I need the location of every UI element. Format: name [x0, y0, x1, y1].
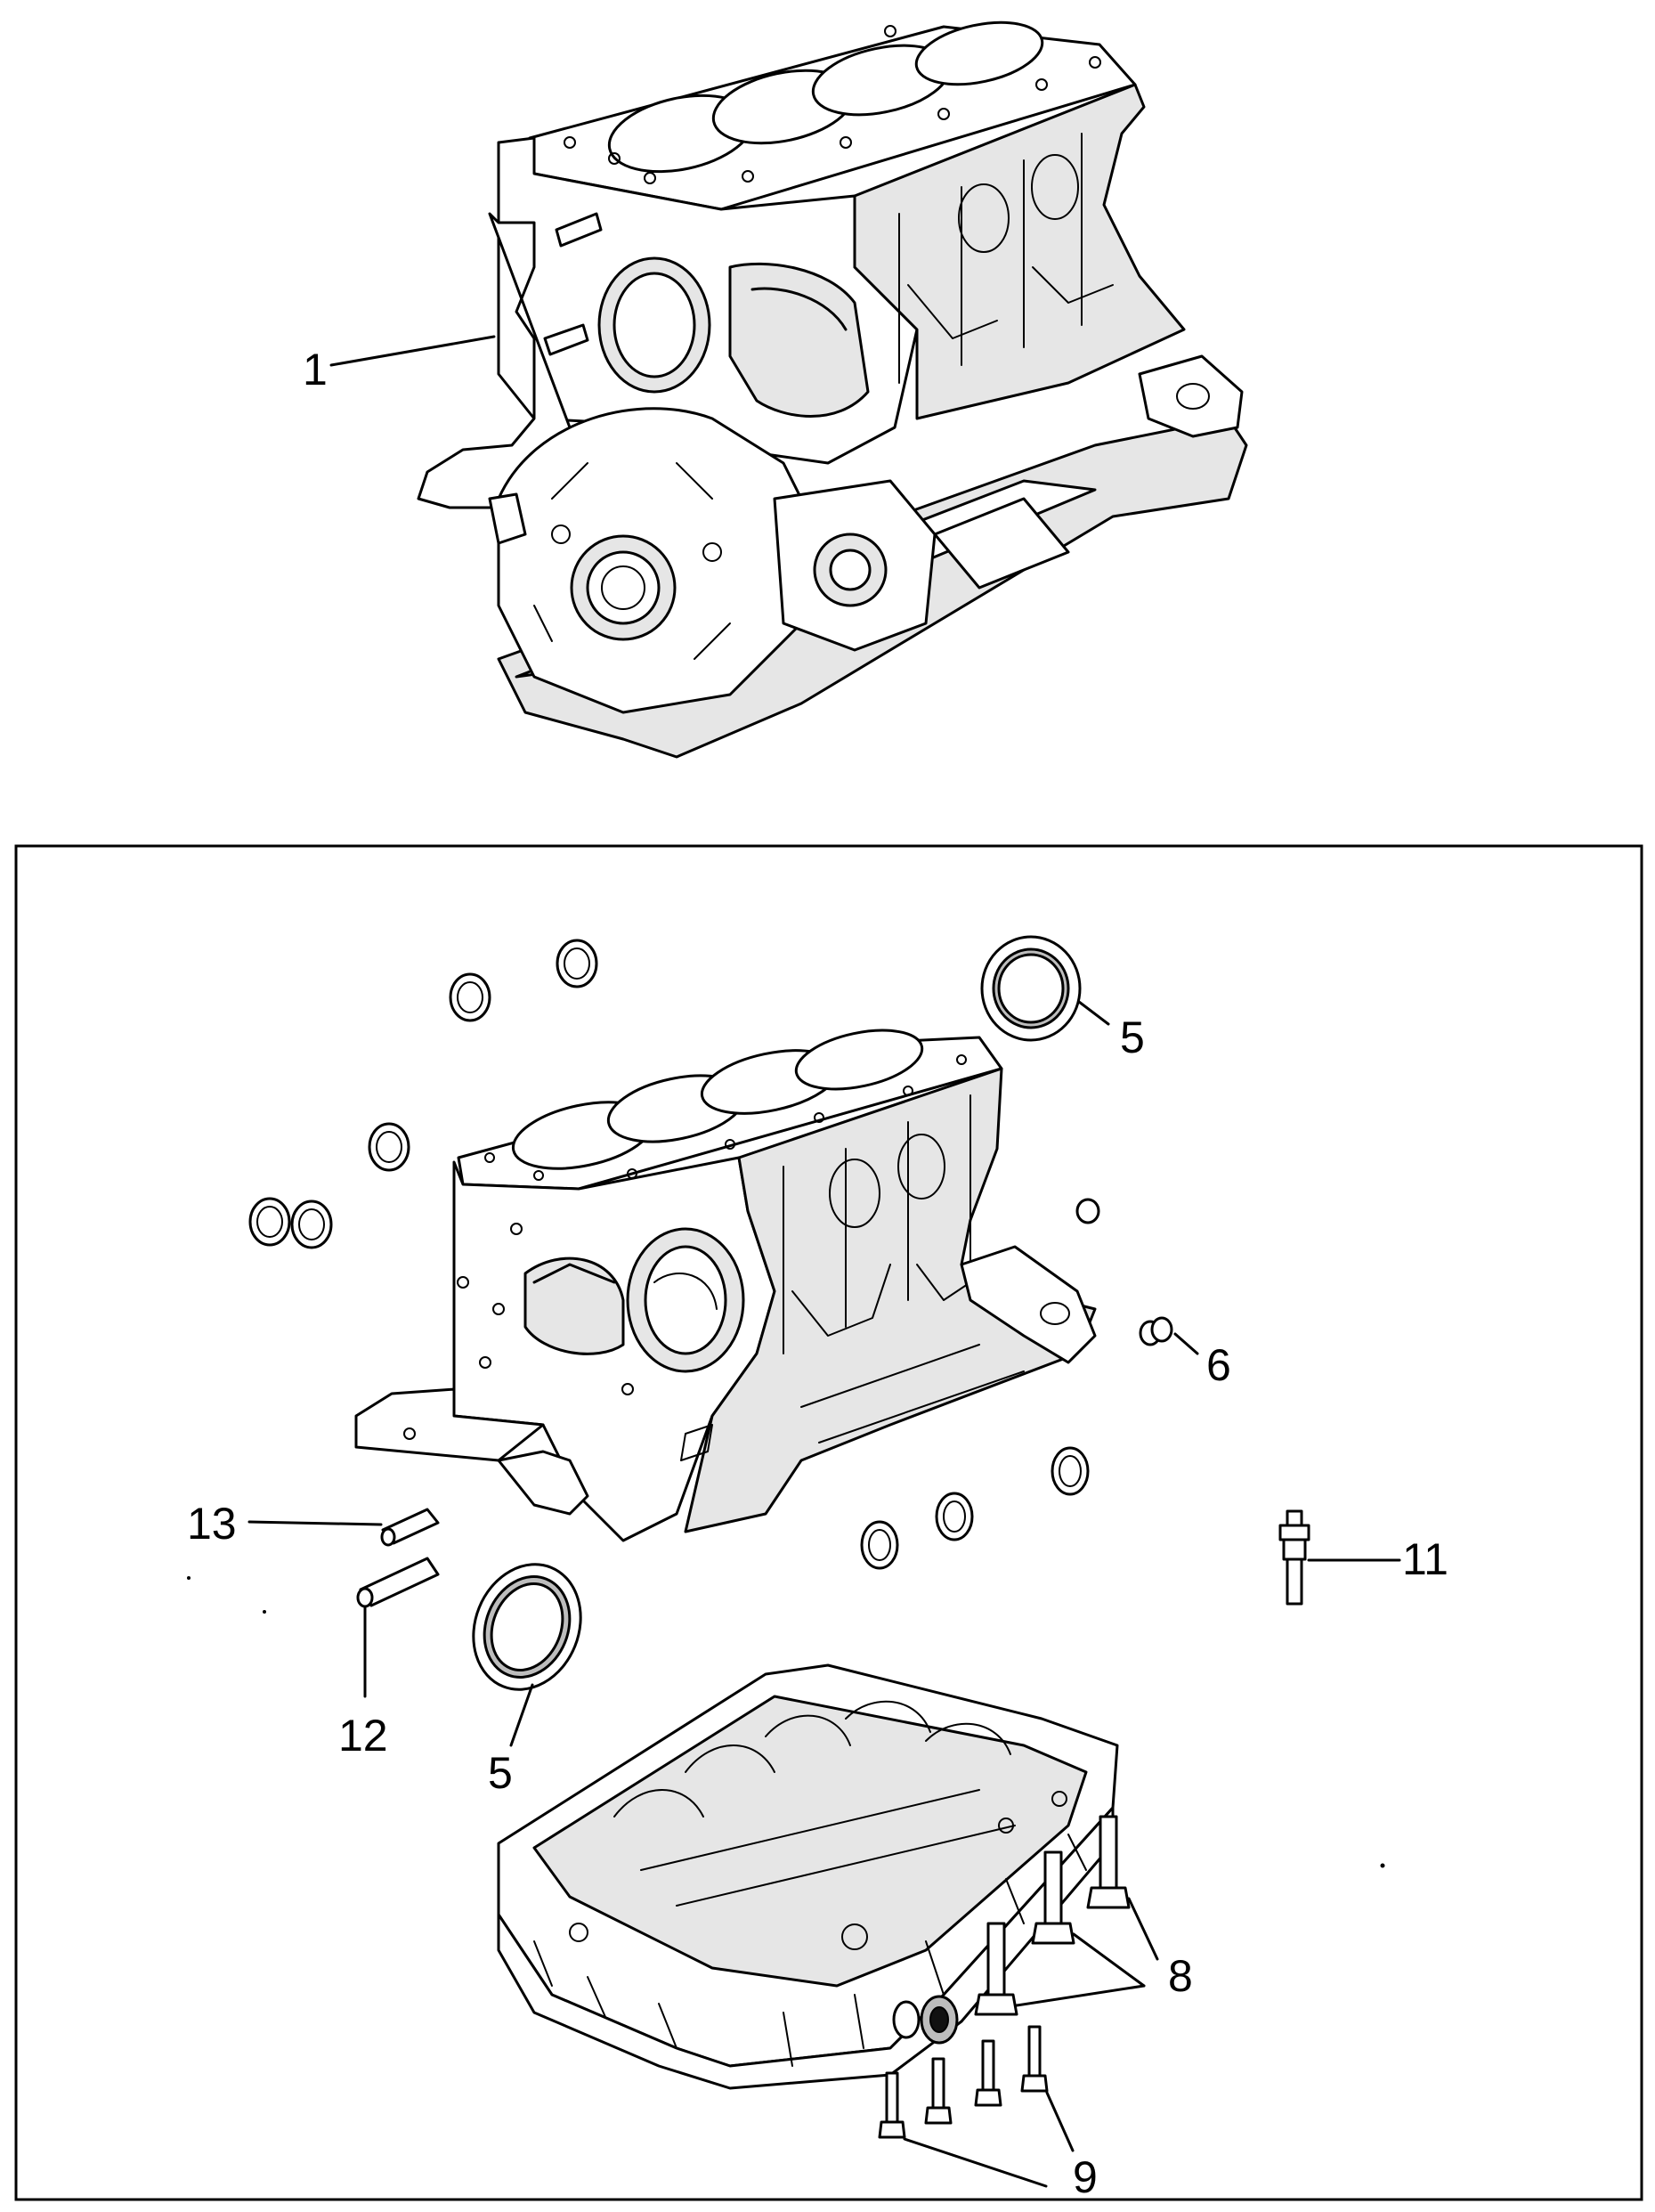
bolt-8-c [1086, 1815, 1131, 1909]
plug-3 [368, 1122, 410, 1172]
callout-12-label: 12 [338, 1711, 388, 1761]
plug-6 [1075, 1198, 1100, 1224]
dowel-pair-illustration [1139, 1316, 1173, 1346]
bolt-8-b [1031, 1850, 1075, 1945]
exploded-view-frame [14, 844, 1643, 2201]
bolt-9-d [1020, 2025, 1049, 2093]
expansion-plugs [248, 939, 1100, 1570]
front-crank-seal-illustration [472, 1563, 582, 1691]
dowel-pin-lower-illustration [356, 1557, 440, 1608]
plug-8 [935, 1492, 974, 1541]
callout-5-lower-label: 5 [488, 1748, 513, 1798]
engine-block-assembly-illustration [417, 20, 1248, 759]
callout-8: 8 [1015, 1897, 1193, 2007]
dowel-pin-upper-illustration [380, 1508, 440, 1547]
bolt-8-a [974, 1922, 1018, 2016]
callout-13: 13 [187, 1499, 383, 1549]
callout-6: 6 [1173, 1332, 1231, 1390]
rear-main-seal-illustration [980, 935, 1082, 1042]
callout-12: 12 [338, 1606, 388, 1761]
stud-bolt-illustration [1278, 1509, 1310, 1606]
callout-5-upper: 5 [1077, 1000, 1145, 1062]
stray-marks [187, 1576, 1385, 1868]
bolt-9-b [924, 2057, 953, 2125]
callout-13-label: 13 [187, 1499, 237, 1549]
plug-2 [556, 939, 598, 988]
callout-11: 11 [1307, 1534, 1448, 1584]
plug-7 [1051, 1446, 1090, 1496]
plug-5 [290, 1200, 333, 1249]
callout-6-label: 6 [1206, 1340, 1231, 1390]
callout-1: 1 [303, 335, 496, 394]
callout-1-label: 1 [303, 345, 328, 394]
plug-4 [248, 1197, 291, 1247]
bedplate-bolts-short [878, 2025, 1049, 2139]
callout-9-label: 9 [1073, 2152, 1098, 2202]
callout-8-label: 8 [1168, 1951, 1193, 2001]
callout-9: 9 [903, 2091, 1098, 2202]
callout-5-lower: 5 [488, 1683, 534, 1798]
callout-11-label: 11 [1402, 1534, 1448, 1584]
bolt-9-a [878, 2071, 906, 2139]
cylinder-block-illustration [354, 1029, 1097, 1542]
plug-1 [449, 972, 491, 1022]
bedplate-illustration [497, 1663, 1119, 2090]
plug-9 [860, 1520, 899, 1570]
bolt-9-c [974, 2039, 1002, 2107]
bedplate-bolts-long [974, 1815, 1131, 2016]
callout-5-upper-label: 5 [1120, 1012, 1145, 1062]
gallery-plug-illustration [892, 1995, 959, 2045]
